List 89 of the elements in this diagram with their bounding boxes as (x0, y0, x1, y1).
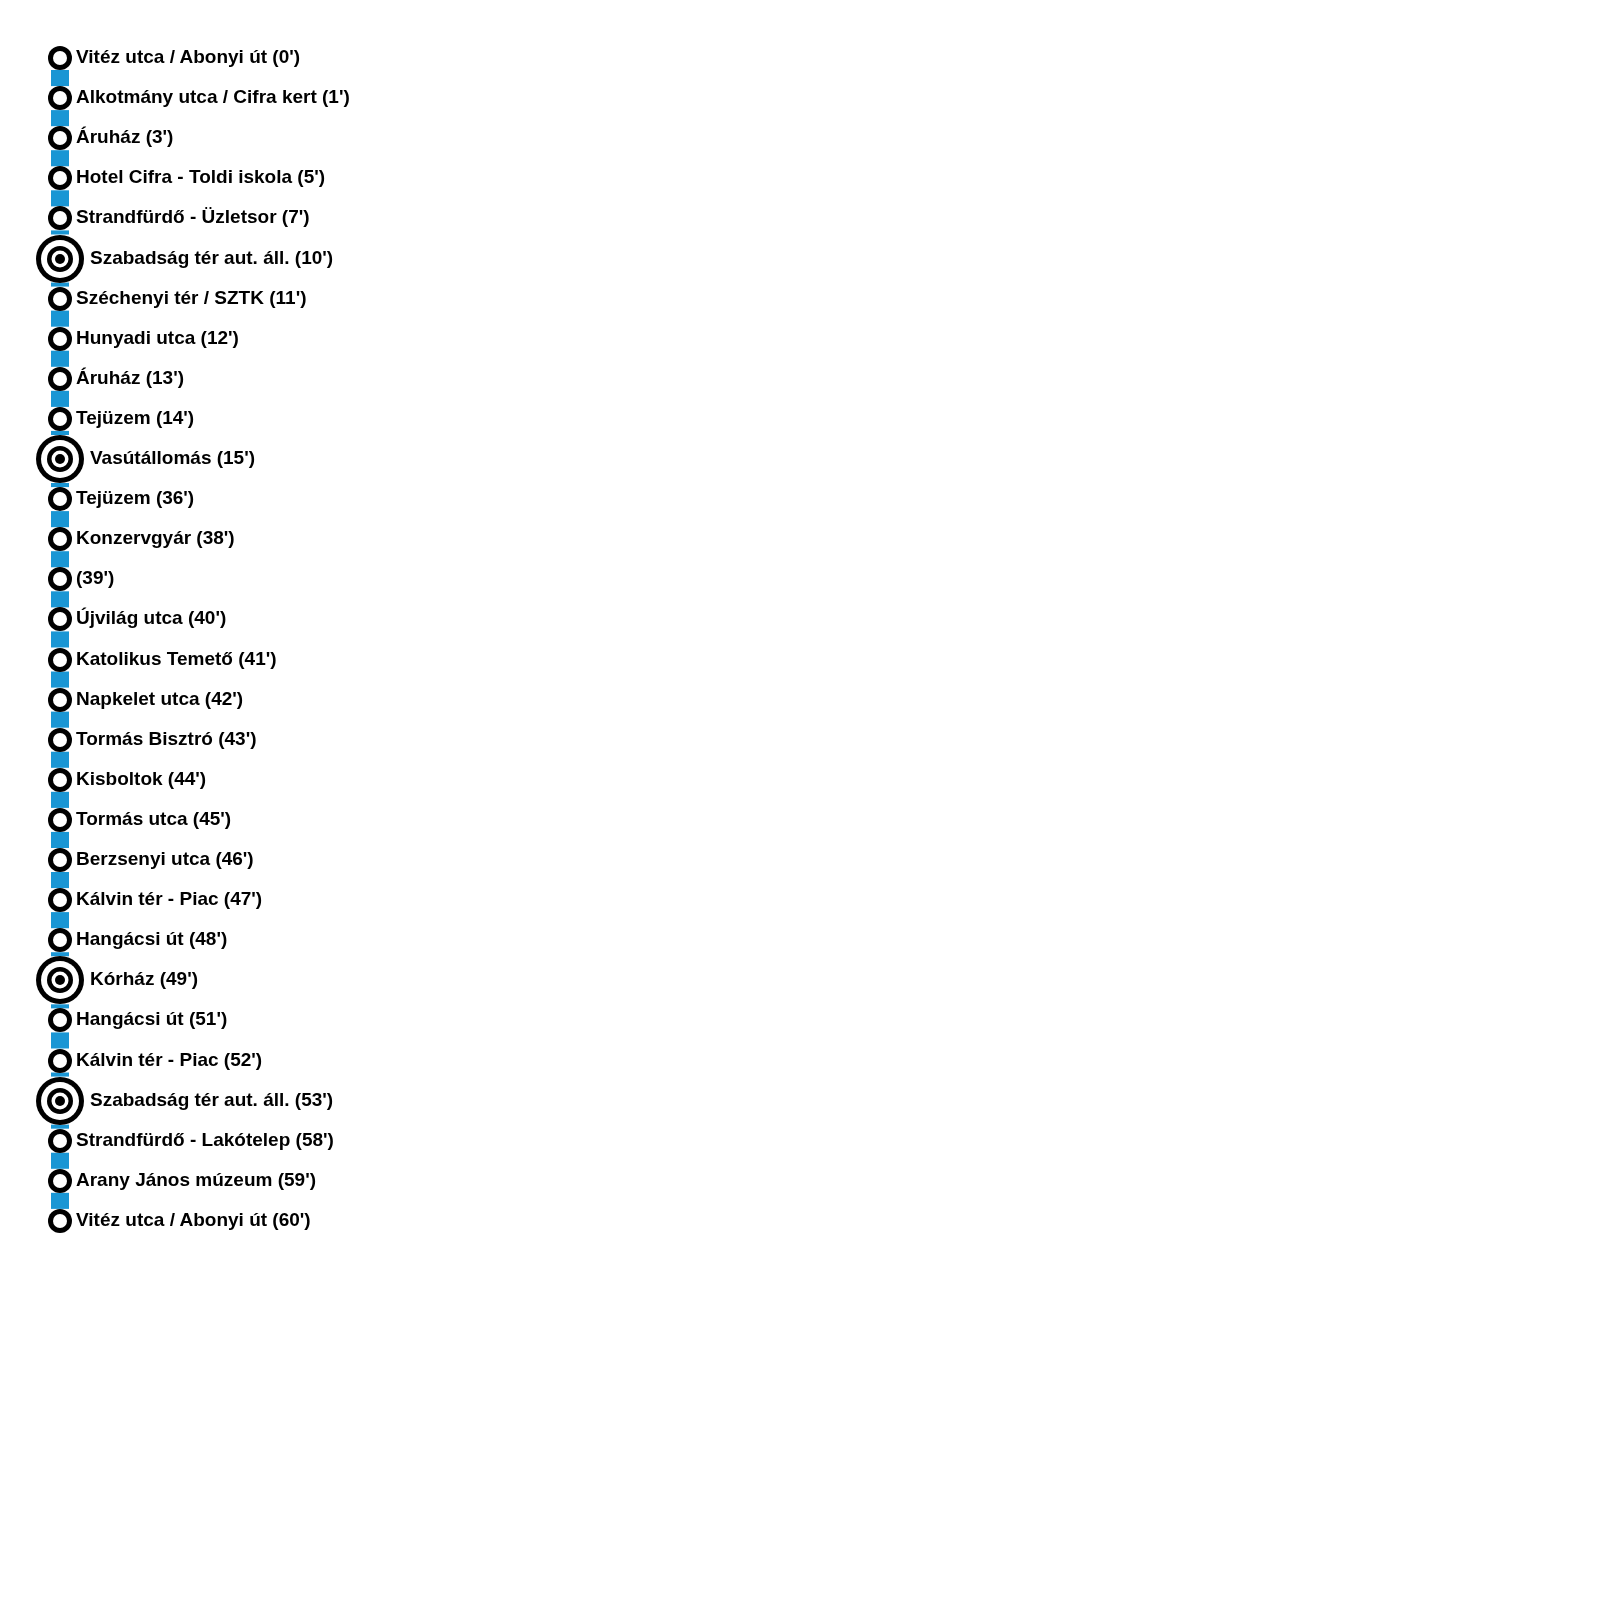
route-line-segment (51, 751, 69, 768)
route-line-segment (51, 1124, 69, 1129)
route-line-segment (51, 430, 69, 435)
stop-name: Tormás utca (45') (76, 807, 232, 830)
major-stop-marker (36, 1076, 84, 1125)
stop-marker (48, 1048, 72, 1073)
stop-marker (48, 46, 72, 70)
stop-name: Kálvin tér - Piac (52') (76, 1048, 263, 1071)
route-line-segment (51, 1004, 69, 1009)
stop-name: Kálvin tér - Piac (47') (76, 888, 263, 911)
stop-marker (48, 848, 72, 872)
stop-marker (48, 767, 72, 792)
stop-name: Tejüzem (36') (76, 487, 195, 510)
stop-marker (48, 1008, 72, 1033)
route-line-segment (51, 110, 69, 127)
stop-marker (48, 527, 72, 552)
stop-name: Áruház (3') (76, 126, 174, 149)
route-line-segment (51, 70, 69, 87)
stop-name: Tormás Bisztró (43') (76, 727, 257, 750)
stop-marker (48, 286, 72, 311)
route-line-segment (51, 711, 69, 728)
stop-name: Hangácsi út (48') (76, 928, 228, 951)
stop-marker (48, 888, 72, 913)
stop-name: Vasútállomás (15') (90, 447, 256, 469)
route-line-segment (51, 150, 69, 167)
stop-marker (48, 206, 72, 231)
stop-name: Arany János múzeum (59') (76, 1168, 316, 1191)
route-line-segment (51, 310, 69, 327)
stop-marker (48, 126, 72, 151)
stop-marker (48, 1208, 72, 1233)
stop-name: (39') (76, 567, 115, 590)
stop-name: Tejüzem (14') (76, 406, 195, 429)
route-line-segment (51, 1072, 69, 1077)
stop-marker (48, 607, 72, 632)
stop-marker (48, 928, 72, 953)
stop-marker (48, 727, 72, 752)
stop-marker (48, 687, 72, 712)
stop-name: Szabadság tér aut. áll. (53') (90, 1088, 334, 1111)
route-line-segment (51, 591, 69, 608)
route-line-segment (51, 282, 69, 287)
stop-name: Szabadság tér aut. áll. (10') (90, 246, 334, 269)
stop-marker (48, 1168, 72, 1193)
route-line-segment (51, 511, 69, 528)
route-line-segment (51, 190, 69, 207)
stop-name: Vitéz utca / Abonyi út (0') (76, 46, 301, 68)
stop-name: Strandfürdő - Üzletsor (7') (76, 206, 310, 229)
route-line-segment (51, 671, 69, 688)
stop-name: Vitéz utca / Abonyi út (60') (76, 1208, 311, 1231)
stop-marker (48, 166, 72, 191)
route-line-segment (51, 791, 69, 808)
stop-marker (48, 1128, 72, 1153)
stop-marker (48, 366, 72, 391)
stop-name: Kisboltok (44') (76, 767, 207, 790)
route-line-segment (51, 551, 69, 568)
route-line-segment (51, 952, 69, 957)
stop-name: Konzervgyár (38') (76, 527, 235, 550)
major-stop-marker (36, 435, 84, 483)
stop-name: Berzsenyi utca (46') (76, 848, 254, 870)
major-stop-marker (36, 956, 84, 1005)
stop-name: Áruház (13') (76, 366, 184, 389)
route-line-segment (51, 350, 69, 367)
stop-marker (48, 406, 72, 431)
stop-name: Napkelet utca (42') (76, 687, 244, 710)
route-line-segment (51, 912, 69, 929)
stop-marker (48, 326, 72, 351)
stop-marker (48, 647, 72, 672)
stop-marker (48, 86, 72, 111)
route-line-segment (51, 831, 69, 848)
stop-name: Strandfürdő - Lakótelep (58') (76, 1128, 334, 1151)
stop-name: Újvilág utca (40') (76, 607, 227, 630)
stop-marker (48, 807, 72, 832)
stop-name: Alkotmány utca / Cifra kert (1') (76, 86, 350, 109)
route-line-segment (51, 1032, 69, 1049)
stop-name: Kórház (49') (90, 968, 198, 991)
stop-name: Hunyadi utca (12') (76, 326, 239, 349)
route-line-segment (51, 230, 69, 235)
major-stop-marker (36, 234, 84, 283)
stop-name: Katolikus Temető (41') (76, 647, 277, 670)
route-line-segment (51, 390, 69, 407)
stop-name: Hangácsi út (51') (76, 1008, 228, 1031)
route-line-segment (51, 1152, 69, 1169)
route-line-segment (51, 483, 69, 488)
route-line-segment (51, 1192, 69, 1209)
stop-name: Hotel Cifra - Toldi iskola (5') (76, 166, 326, 189)
route-line-segment (51, 631, 69, 648)
route-line-segment (51, 872, 69, 889)
stop-marker (48, 487, 72, 512)
stop-name: Széchenyi tér / SZTK (11') (76, 286, 307, 309)
stop-marker (48, 567, 72, 592)
